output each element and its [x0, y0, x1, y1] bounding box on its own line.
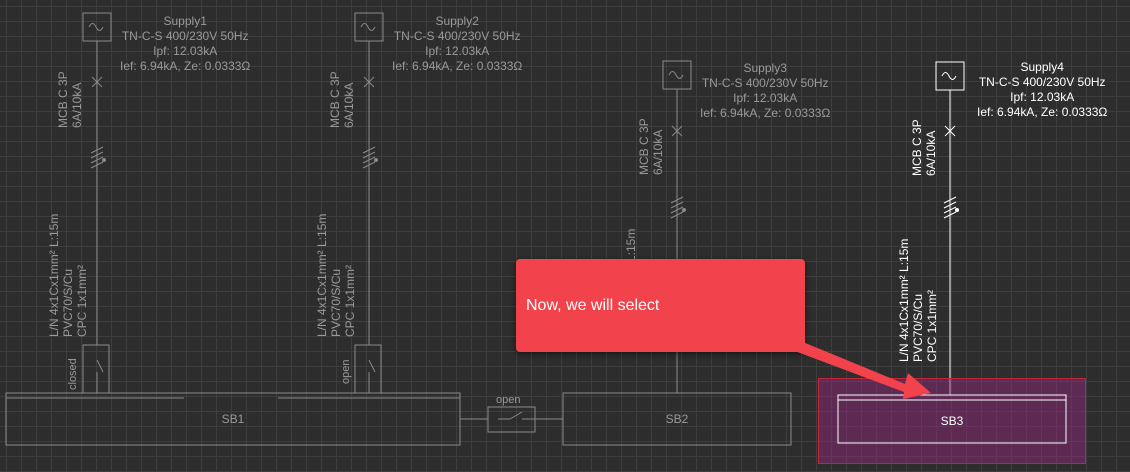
supply-system: TN-C-S 400/230V 50Hz	[393, 29, 521, 43]
supply-ief: Ief: 6.94kA, Ze: 0.0333Ω	[120, 59, 251, 73]
supply4-label: Supply4 TN-C-S 400/230V 50Hz Ipf: 12.03k…	[977, 60, 1107, 120]
supply-ipf: Ipf: 12.03kA	[425, 44, 490, 58]
supply2-branch[interactable]	[354, 12, 384, 394]
supply4-branch[interactable]	[935, 61, 965, 395]
sine-wave-icon	[941, 72, 957, 80]
supply-ipf: Ipf: 12.03kA	[1010, 90, 1075, 104]
bus-sb1-label: SB1	[221, 412, 245, 426]
supply-ief: Ief: 6.94kA, Ze: 0.0333Ω	[977, 105, 1108, 119]
bus-coupler-state: open	[496, 394, 521, 406]
selection-rectangle	[818, 378, 1086, 464]
callout-text: Now, we will select	[526, 297, 660, 314]
supply1-label: Supply1 TN-C-S 400/230V 50Hz Ipf: 12.03k…	[120, 14, 250, 74]
cable-marker-icon	[90, 146, 106, 169]
bus-sb3[interactable]	[837, 394, 1067, 444]
supply-ipf: Ipf: 12.03kA	[733, 91, 798, 105]
bus-coupler[interactable]	[460, 406, 563, 433]
supply-name: Supply3	[743, 61, 787, 75]
sine-wave-icon	[360, 23, 376, 31]
supply-ief: Ief: 6.94kA, Ze: 0.0333Ω	[700, 106, 831, 120]
tutorial-callout: Now, we will select	[516, 259, 805, 352]
supply-ipf: Ipf: 12.03kA	[153, 44, 218, 58]
bus-sb2-label: SB2	[665, 412, 689, 426]
cable-marker-icon	[943, 196, 959, 219]
arrow-icon	[792, 340, 931, 399]
supply3-label: Supply3 TN-C-S 400/230V 50Hz Ipf: 12.03k…	[700, 61, 830, 121]
supply-name: Supply4	[1020, 60, 1064, 74]
supply-ief: Ief: 6.94kA, Ze: 0.0333Ω	[392, 59, 523, 73]
supply-name: Supply1	[163, 14, 207, 28]
supply-system: TN-C-S 400/230V 50Hz	[701, 76, 829, 90]
bus-sb3-label: SB3	[940, 414, 964, 428]
supply-system: TN-C-S 400/230V 50Hz	[978, 75, 1106, 89]
cable-marker-icon	[362, 146, 378, 169]
supply-system: TN-C-S 400/230V 50Hz	[121, 29, 249, 43]
supply-name: Supply2	[435, 14, 479, 28]
cable-marker-icon	[670, 196, 686, 219]
supply2-label: Supply2 TN-C-S 400/230V 50Hz Ipf: 12.03k…	[392, 14, 522, 74]
sine-wave-icon	[88, 23, 104, 31]
sine-wave-icon	[668, 71, 684, 79]
